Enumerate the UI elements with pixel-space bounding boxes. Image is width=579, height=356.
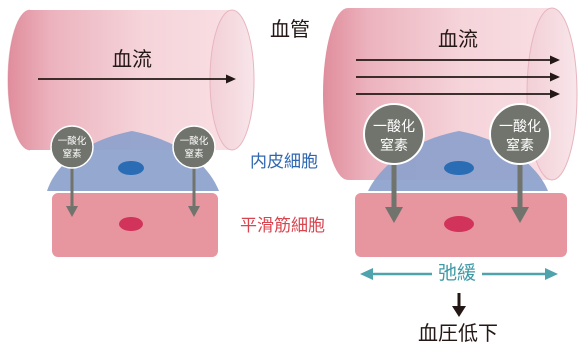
left-blood-vessel — [7, 9, 255, 151]
left-endothelial-nucleus — [118, 161, 144, 175]
no-label-line2: 窒素 — [506, 137, 534, 154]
no-label-line1: 一酸化 — [499, 119, 541, 135]
no-label-line2: 窒素 — [380, 137, 408, 154]
right-blood-flow-label: 血流 — [438, 27, 478, 51]
right-no-arrow-1 — [385, 160, 403, 223]
right-nitric-oxide-2: 一酸化 窒素 — [489, 103, 551, 165]
left-nitric-oxide-1: 一酸化 窒素 — [50, 125, 94, 169]
right-smooth-muscle-nucleus — [444, 216, 474, 232]
endothelial-cell-label: 内皮細胞 — [250, 152, 318, 172]
relaxation-label: 弛緩 — [432, 264, 483, 283]
no-label-line1: 一酸化 — [58, 135, 87, 147]
right-endothelial-cell — [368, 131, 548, 191]
blood-vessel-label: 血管 — [270, 17, 310, 41]
left-smooth-muscle-nucleus — [119, 217, 143, 231]
right-panel: 一酸化 窒素 一酸化 窒素 — [323, 7, 578, 317]
no-label-line1: 一酸化 — [180, 135, 209, 147]
right-smooth-muscle-cell — [355, 193, 567, 257]
right-nitric-oxide-1: 一酸化 窒素 — [363, 103, 425, 165]
pressure-drop-arrow — [452, 293, 466, 317]
smooth-muscle-cell-label: 平滑筋細胞 — [240, 216, 325, 236]
left-nitric-oxide-2: 一酸化 窒素 — [172, 125, 216, 169]
right-no-arrow-2 — [511, 160, 529, 223]
no-label-line1: 一酸化 — [373, 119, 415, 135]
left-smooth-muscle-cell — [52, 193, 218, 257]
no-label-line2: 窒素 — [62, 148, 82, 160]
no-label-line2: 窒素 — [184, 148, 204, 160]
left-blood-flow-label: 血流 — [112, 47, 152, 71]
right-endothelial-nucleus — [444, 161, 474, 175]
left-panel: 一酸化 窒素 一酸化 窒素 — [7, 9, 255, 257]
left-blood-flow-arrow — [38, 74, 236, 84]
blood-pressure-drop-label: 血圧低下 — [418, 321, 498, 345]
right-blood-flow-arrows — [356, 55, 560, 99]
